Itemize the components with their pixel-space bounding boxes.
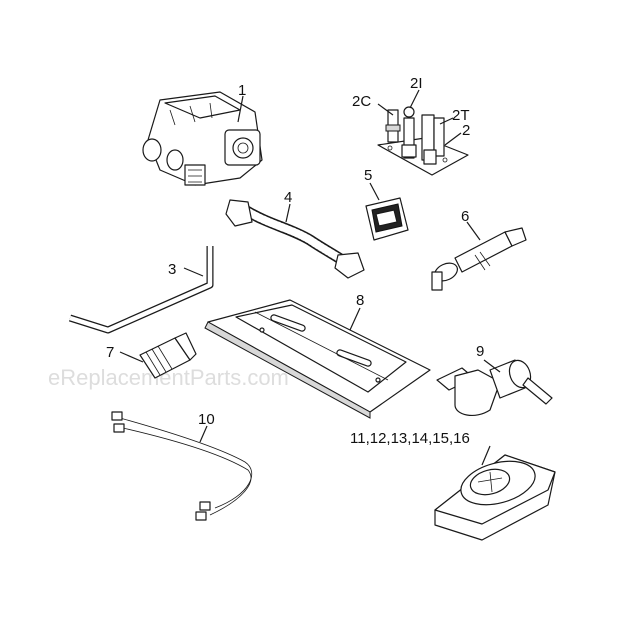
leader-4 <box>285 203 291 223</box>
callout-2: 2 <box>462 122 470 139</box>
callout-8: 8 <box>356 292 364 309</box>
part-8-burner-tray <box>204 299 431 419</box>
part-3-pilot-tube <box>68 246 214 334</box>
leader-2t <box>439 117 454 125</box>
leader-8 <box>349 307 361 331</box>
part-4-flex-connector <box>225 199 365 279</box>
leader-2c <box>377 103 394 116</box>
leader-2i <box>409 89 420 109</box>
callout-2c: 2C <box>352 93 371 110</box>
part-11-16-burner-housing <box>434 454 556 541</box>
part-7-fitting <box>139 332 197 379</box>
leader-2 <box>444 132 462 146</box>
callout-11-16: 11,12,13,14,15,16 <box>350 430 470 447</box>
part-6-igniter <box>431 227 527 291</box>
leader-6 <box>466 221 481 241</box>
callout-7: 7 <box>106 344 114 361</box>
callout-2t: 2T <box>452 107 470 124</box>
callout-6: 6 <box>461 208 469 225</box>
part-1-gas-valve <box>142 91 263 186</box>
callout-1: 1 <box>238 82 246 99</box>
leader-11-16 <box>481 445 491 466</box>
callout-5: 5 <box>364 167 372 184</box>
leader-3 <box>183 267 204 277</box>
leader-10 <box>199 425 208 443</box>
callout-4: 4 <box>284 189 292 206</box>
callout-9: 9 <box>476 343 484 360</box>
part-9-elbow <box>436 359 553 417</box>
callout-10: 10 <box>198 411 215 428</box>
leader-7 <box>119 351 144 363</box>
part-10-wire-harness <box>111 411 253 521</box>
leader-1 <box>237 95 244 123</box>
leader-9 <box>483 359 501 373</box>
part-2-pilot-assembly <box>377 106 469 176</box>
callout-2i: 2I <box>410 75 423 92</box>
callout-3: 3 <box>168 261 176 278</box>
leader-5 <box>369 182 380 201</box>
part-5-rocker-switch <box>365 197 409 241</box>
